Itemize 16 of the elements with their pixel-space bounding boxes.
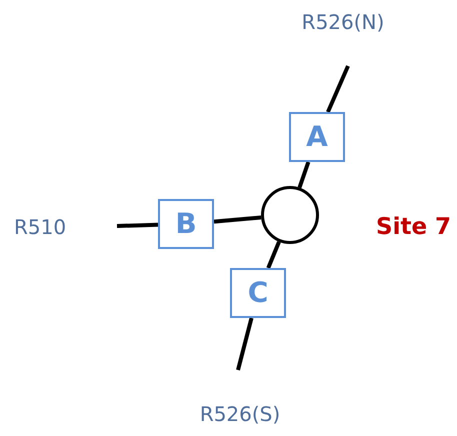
arm-label-box bbox=[289, 112, 345, 162]
road-line bbox=[236, 318, 254, 370]
road-name: R526(N) bbox=[302, 12, 384, 32]
road-line bbox=[116, 222, 158, 228]
road-line bbox=[326, 65, 350, 113]
arm-letter: B bbox=[175, 210, 197, 238]
arm-letter: A bbox=[306, 123, 328, 151]
road-line bbox=[266, 241, 281, 269]
road-line bbox=[214, 216, 262, 224]
road-line bbox=[298, 161, 310, 188]
arm-label-box bbox=[230, 268, 286, 318]
road-name: R510 bbox=[14, 217, 66, 237]
arm-letter: C bbox=[248, 279, 268, 307]
site-name: Site 7 bbox=[376, 216, 452, 239]
arm-label-box bbox=[158, 199, 214, 249]
road-name: R526(S) bbox=[200, 404, 280, 424]
